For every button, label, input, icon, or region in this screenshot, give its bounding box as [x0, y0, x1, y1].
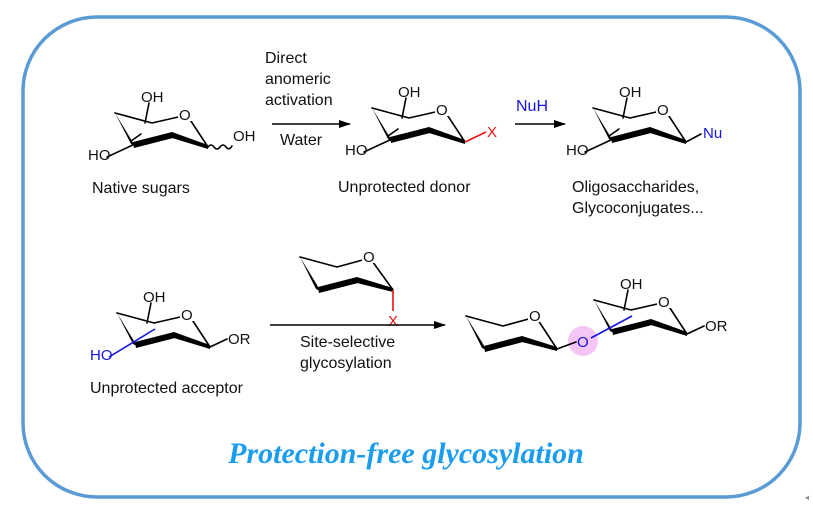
ring-oxygen: O [179, 107, 191, 124]
native-sugar-structure: O OH HO OH [88, 89, 256, 164]
unprotected-acceptor-structure: O OH HO OR [90, 289, 251, 364]
top-hydroxyl: OH [141, 89, 164, 106]
unprotected-acceptor-caption: Unprotected acceptor [90, 380, 244, 397]
leaving-group-x: X [388, 313, 398, 330]
nuh-label: NuH [516, 98, 548, 115]
acceptor-hydroxyl: HO [90, 347, 113, 364]
aglycone-or: OR [705, 318, 728, 335]
anomeric-hydroxyl: OH [233, 128, 256, 145]
glycosyl-donor-structure: O X [299, 249, 398, 330]
left-hydroxyl: HO [88, 147, 111, 164]
nucleophile-arrow: NuH [515, 98, 566, 128]
arrow1-label-line1: Direct [265, 50, 307, 67]
ring-oxygen: O [181, 307, 193, 324]
glycosidic-oxygen: O [577, 334, 589, 351]
unprotected-donor-caption: Unprotected donor [338, 179, 471, 196]
glycosidic-oxygen-highlight [568, 326, 598, 356]
ring-oxygen-left: O [529, 308, 541, 325]
glycosylation-arrow: Site-selective glycosylation [270, 321, 446, 372]
scheme-title: Protection-free glycosylation [227, 437, 584, 470]
nucleophile-label: Nu [703, 125, 722, 142]
ring-oxygen: O [436, 102, 448, 119]
top-hydroxyl: OH [143, 289, 166, 306]
arrow-label-line1: Site-selective [300, 334, 395, 351]
product-caption-line2: Glycoconjugates... [572, 200, 704, 217]
unprotected-donor-structure: O OH HO X [345, 84, 497, 159]
product-caption-line1: Oligosaccharides, [572, 179, 699, 196]
activation-arrow: Direct anomeric activation Water [265, 50, 351, 149]
ring-oxygen: O [657, 102, 669, 119]
ring-oxygen-right: O [658, 294, 670, 311]
top-hydroxyl: OH [620, 276, 643, 293]
corner-marker-icon: ◂ [805, 493, 809, 502]
arrow1-below-label: Water [280, 132, 323, 149]
leaving-group-x: X [487, 124, 497, 141]
native-sugars-caption: Native sugars [92, 180, 190, 197]
arrow1-label-line2: anomeric [265, 71, 331, 88]
glycoconjugate-structure: O OH HO Nu [566, 84, 722, 159]
scheme-frame [21, 15, 802, 499]
top-hydroxyl: OH [619, 84, 642, 101]
disaccharide-structure: O O O OH OR [465, 276, 728, 356]
ring-oxygen: O [363, 249, 375, 266]
top-hydroxyl: OH [398, 84, 421, 101]
left-hydroxyl: HO [345, 142, 368, 159]
left-hydroxyl: HO [566, 142, 589, 159]
arrow1-label-line3: activation [265, 92, 333, 109]
arrow-label-line2: glycosylation [300, 355, 392, 372]
aglycone-or: OR [228, 331, 251, 348]
